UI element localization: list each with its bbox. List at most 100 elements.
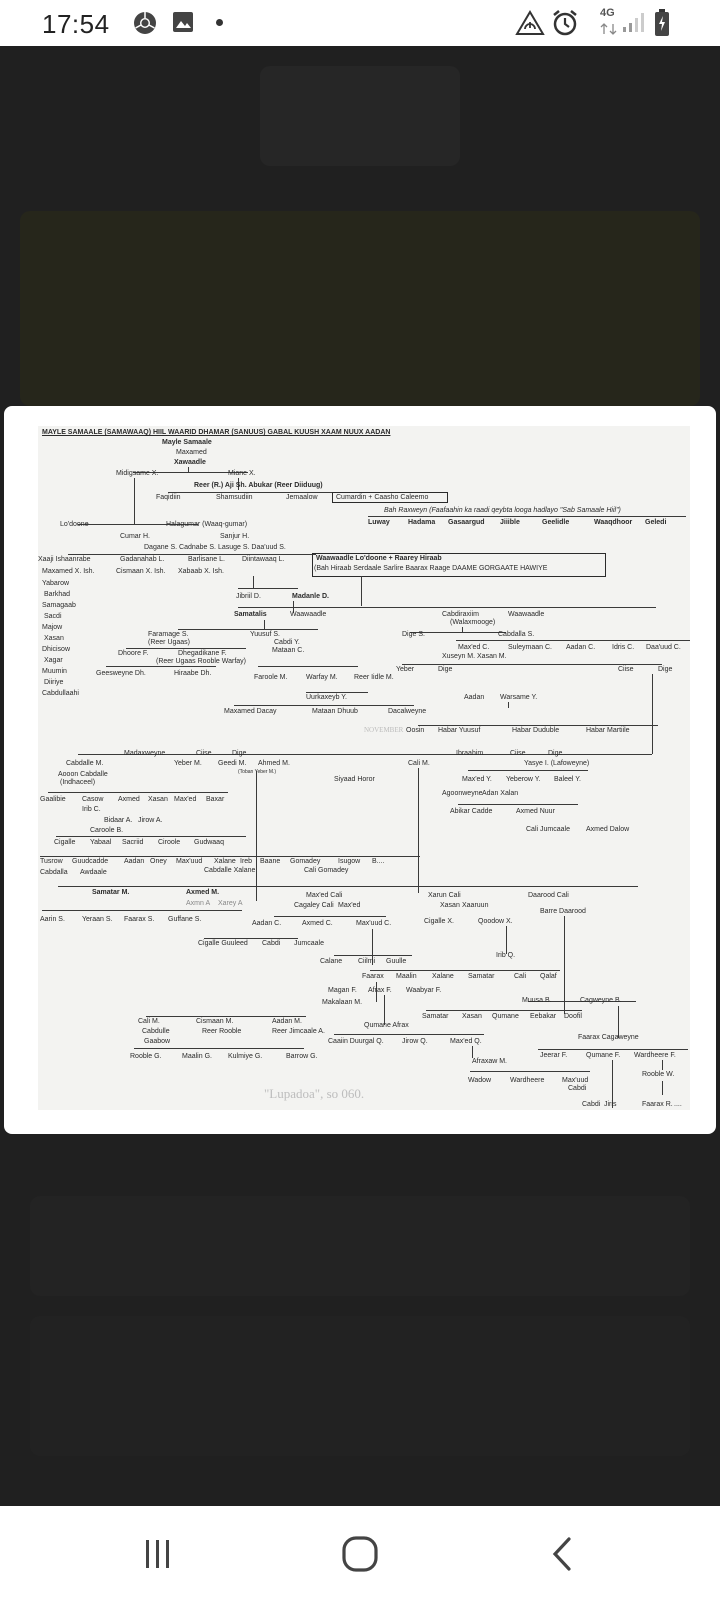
node: Xasan (148, 796, 168, 803)
node: (Toban Yeber M.) (238, 769, 277, 775)
node: Guffane S. (168, 916, 202, 923)
node: Cismaan M. (196, 1018, 234, 1025)
node: Gaalibie (40, 796, 66, 803)
node: Xalane (432, 973, 454, 980)
node: Mayle Samaale (162, 439, 212, 446)
node: Caroole B. (90, 827, 124, 834)
node: Faarax Cagaweyne (578, 1034, 639, 1041)
network-type: 4G (600, 7, 615, 19)
node: Caaiin Duurgal Q. (328, 1038, 384, 1045)
node: Axmed Dalow (586, 826, 630, 833)
node: Samatar (468, 973, 495, 980)
node: Siyaad Horor (334, 776, 375, 783)
node: Qumane F. (586, 1052, 621, 1059)
node: Makalaan M. (322, 999, 363, 1006)
node: Max'ed (174, 796, 197, 803)
node: Cabdi (568, 1085, 587, 1092)
node: Samatalis (234, 611, 267, 618)
node: Abikar Cadde (450, 808, 493, 815)
node: Cabdi Y. (274, 639, 300, 646)
image-viewer[interactable]: "Lupadoa", so 060. NOVEMBER MAYLE SAMAAL… (4, 406, 716, 1134)
back-button[interactable] (532, 1532, 592, 1576)
node: Faarax (362, 973, 384, 980)
highlight-box (332, 492, 448, 503)
node: Yeraan S. (82, 916, 113, 923)
node: Shamsudiin (216, 494, 253, 501)
node: Jiiible (500, 519, 520, 526)
home-button[interactable] (330, 1532, 390, 1576)
node: Waawaadle (508, 611, 545, 618)
genealogy-document[interactable]: "Lupadoa", so 060. NOVEMBER MAYLE SAMAAL… (38, 426, 690, 1110)
blurred-header (260, 66, 460, 166)
node: Luway (368, 519, 390, 526)
node: Axmed (118, 796, 140, 803)
node: Midigsame X. (116, 470, 159, 477)
node: Xaaji Ishaanrabe (38, 556, 91, 563)
node: Dige (658, 666, 673, 673)
node: Max'ed (338, 902, 361, 909)
node: Cali Gomadey (304, 867, 349, 874)
node: Habar Yuusuf (438, 727, 481, 734)
node: Tusrow (40, 858, 63, 865)
node: Halagumar (Waaq-gumar) (166, 521, 248, 528)
node: Daa'uud C. (646, 644, 681, 651)
node: Xasan (462, 1013, 482, 1020)
recents-icon (146, 1540, 169, 1568)
node: Dhegadikane F. (178, 650, 227, 657)
back-icon (552, 1537, 571, 1571)
node: Jirow A. (138, 817, 163, 824)
node: Uurkaxeyb Y. (306, 694, 347, 701)
bah-note: Bah Raxweyn (Faafaahin ka raadi qeybta l… (384, 507, 621, 514)
node: Baxar (206, 796, 225, 803)
node: Cabdalle M. (66, 760, 104, 767)
node: Faramage S. (148, 631, 189, 638)
node: Aadan (464, 694, 485, 701)
node: Ireb (240, 858, 253, 865)
node: Guulle (386, 958, 407, 965)
home-icon (342, 1536, 378, 1572)
node: Faqidiin (156, 494, 181, 501)
highlight-box (312, 553, 606, 577)
node: Barrow G. (286, 1053, 318, 1060)
node: Baane (260, 858, 281, 865)
node: Eebakar (530, 1013, 557, 1020)
node: Max'uud (176, 858, 203, 865)
blurred-content (30, 1316, 690, 1456)
node: Jemaalow (286, 494, 318, 501)
node: Barlisane L. (188, 556, 225, 563)
node: Cali M. (408, 760, 430, 767)
node: Sacdi (44, 613, 62, 620)
node: Cabdulle (142, 1028, 170, 1035)
node: Afraxaw M. (472, 1058, 508, 1065)
node: Dagane S. Cadnabe S. Lasuge S. Daa'uud S… (144, 544, 286, 551)
node: Habar Duduble (512, 727, 560, 734)
node: Xaaruun (462, 902, 489, 909)
node: Barkhad (44, 591, 71, 598)
recents-button[interactable] (128, 1532, 188, 1576)
node: B.... (372, 858, 385, 865)
node: Cabdi (262, 940, 281, 947)
node: Mataan Dhuub (312, 708, 358, 715)
node: Maalin (396, 973, 417, 980)
node: Yasye I. (Lafoweyne) (524, 760, 590, 767)
node: Ciise (618, 666, 634, 673)
node: Dhoore F. (118, 650, 149, 657)
node: Adan Xalan (482, 790, 519, 797)
node: Awdaale (80, 869, 107, 876)
node: Yuusuf S. (250, 631, 280, 638)
node: Axmed Nuur (516, 808, 555, 815)
node: Muusa B. (522, 997, 552, 1004)
document-title: MAYLE SAMAALE (SAMAWAAQ) HIIL WAARID DHA… (42, 429, 391, 436)
node: Gudwaaq (194, 839, 224, 846)
node: Aadan (124, 858, 145, 865)
node: Baleel Y. (554, 776, 581, 783)
node: (Bah Hiraab Serdaale Sarlire Baarax Raag… (314, 565, 548, 572)
node: .... (674, 1101, 682, 1108)
node: Waawaadle (290, 611, 327, 618)
node: Kulmiye G. (228, 1053, 263, 1060)
node: Suleymaan C. (508, 644, 552, 651)
node: Mataan C. (272, 647, 305, 654)
node: Dige (548, 750, 563, 757)
node: Aooon Cabdalle (58, 771, 108, 778)
node: Madaxweyne (124, 750, 166, 757)
